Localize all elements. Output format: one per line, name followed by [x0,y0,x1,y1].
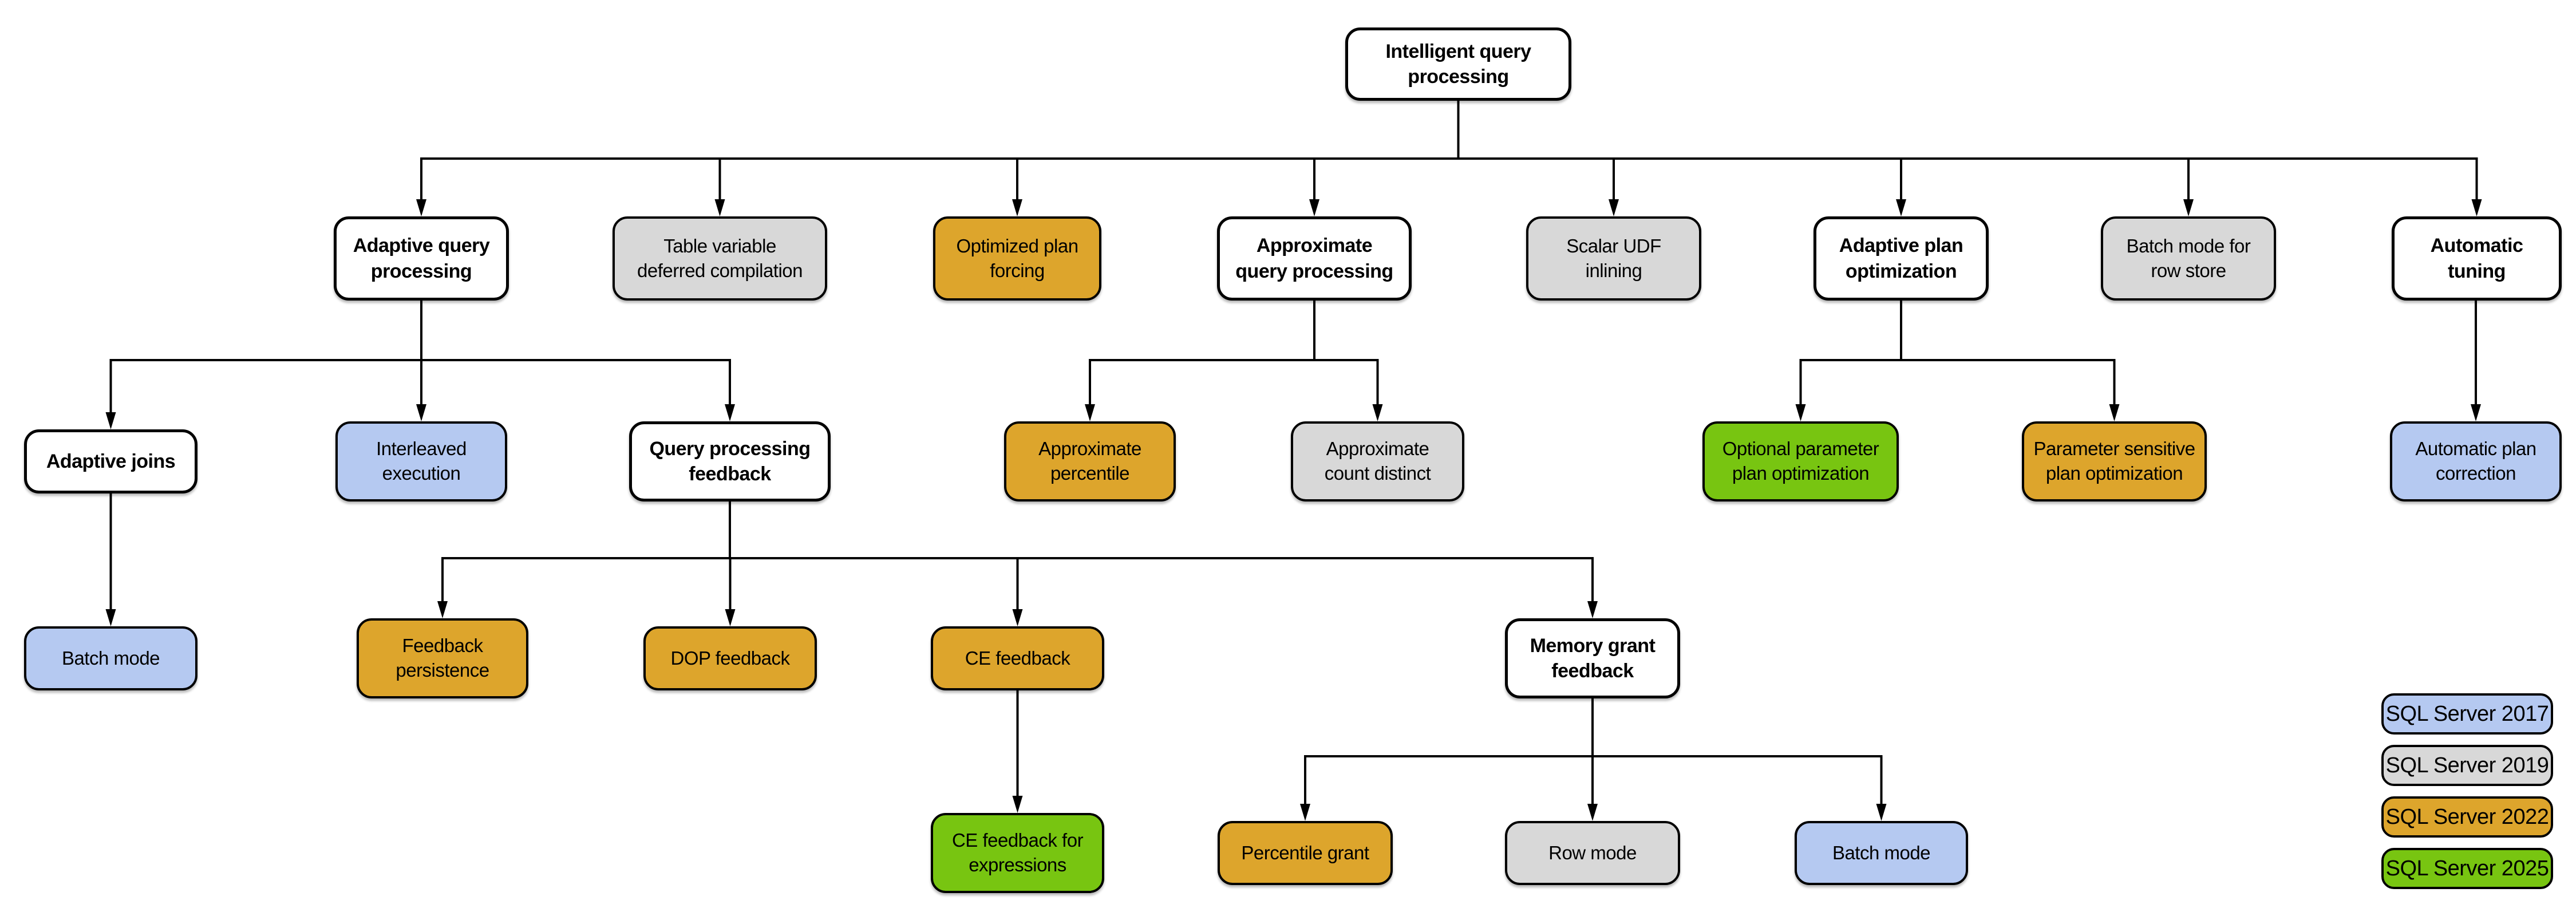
edge-mgf [1300,698,1887,821]
edge-aqp [105,301,735,429]
node-qpf: Query processing feedback [629,421,831,502]
edge-at [2471,301,2481,421]
node-dopf: DOP feedback [643,626,817,690]
edge-qpf [437,502,1598,626]
node-acd: Approximate count distinct [1291,421,1464,502]
node-bm2: Batch mode [1795,821,1968,885]
node-aj: Adaptive joins [24,429,197,493]
node-aqp: Adaptive query processing [334,216,509,301]
node-iqp: Intelligent query processing [1345,27,1571,101]
legend-item-sql-server-2025: SQL Server 2025 [2381,848,2553,889]
node-aqproc: Approximate query processing [1217,216,1412,301]
node-cef: CE feedback [931,626,1104,690]
node-apc: Automatic plan correction [2390,421,2562,502]
edge-cef [1012,690,1023,813]
legend: SQL Server 2017 SQL Server 2019 SQL Serv… [2381,693,2553,889]
legend-item-sql-server-2019: SQL Server 2019 [2381,745,2553,786]
node-oppo: Optional parameter plan optimization [1702,421,1899,502]
node-opf: Optimized plan forcing [933,216,1101,301]
node-pspo: Parameter sensitive plan optimization [2022,421,2207,502]
node-bmrs: Batch mode for row store [2101,216,2276,301]
edge-aqproc [1085,301,1383,421]
node-pg: Percentile grant [1218,821,1393,885]
node-ap: Approximate percentile [1004,421,1176,502]
edge-apo [1795,301,2120,421]
node-rm: Row mode [1505,821,1680,885]
node-sui: Scalar UDF inlining [1526,216,1701,301]
edge-iqp [416,101,2482,216]
legend-item-sql-server-2017: SQL Server 2017 [2381,693,2553,735]
node-apo: Adaptive plan optimization [1814,216,1989,301]
node-mgf: Memory grant feedback [1505,618,1680,698]
node-cffe: CE feedback for expressions [931,813,1104,893]
edge-aj [105,493,116,626]
node-fp: Feedback persistence [357,618,528,698]
node-tvdc: Table variable deferred compilation [613,216,827,301]
legend-item-sql-server-2022: SQL Server 2022 [2381,796,2553,838]
node-at: Automatic tuning [2392,216,2562,301]
node-bm1: Batch mode [24,626,197,690]
node-ie: Interleaved execution [335,421,507,502]
